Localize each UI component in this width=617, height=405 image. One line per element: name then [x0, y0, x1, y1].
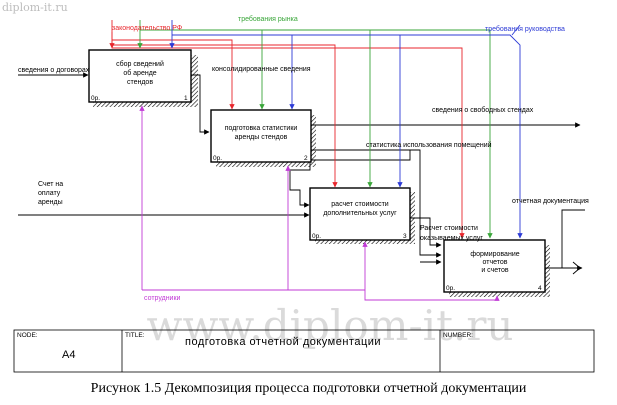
box-3-title-line-2: дополнительных услуг: [323, 210, 397, 217]
arrow-report-tunnel: [572, 261, 581, 275]
label-staff: сотрудники: [144, 295, 181, 302]
box-4-title-line-1: формирование: [470, 251, 519, 258]
label-consolidated: консолидированные сведения: [212, 66, 311, 73]
watermark-center: www.diplom-it.ru: [147, 301, 514, 350]
label-law: законодательство РФ: [112, 25, 182, 32]
label-free-stands: сведения о свободных стендах: [432, 106, 534, 114]
frame-node-label: NODE:: [17, 332, 38, 339]
box-2-title-line-1: подготовка статистики: [225, 125, 298, 132]
label-usage-stats: статистика использования помещений: [366, 141, 492, 149]
box-1-title-line-2: об аренде: [123, 69, 156, 77]
mechanism-arrows-staff: [139, 105, 500, 301]
footer-frame: [13, 329, 595, 373]
activity-box-2[interactable]: подготовка статистики аренды стендов 0р.…: [210, 109, 312, 163]
label-invoice-line-2: оплату: [38, 190, 61, 197]
box-2-number: 2: [304, 155, 308, 162]
arrow-box1-to-box2: [191, 74, 210, 135]
arrow-labels: законодательство РФ требования рынка тре…: [18, 15, 589, 302]
frame-number-label: NUMBER:: [443, 332, 473, 339]
label-contracts: сведения о договорах: [18, 67, 90, 74]
label-invoice-line-3: аренды: [38, 199, 63, 206]
activity-box-1[interactable]: сбор сведений об аренде стендов 0р. 1: [88, 49, 192, 103]
box-1-number: 1: [184, 95, 188, 102]
arrow-report-docs: [561, 209, 585, 268]
frame-node-value: A4: [62, 349, 75, 361]
watermark-top-left: diplom-it.ru: [2, 1, 68, 14]
label-management: требования руководства: [485, 25, 565, 33]
box-1-title-line-1: сбор сведений: [116, 60, 164, 68]
label-market: требования рынка: [238, 15, 298, 23]
label-invoice-line-1: Счет на: [38, 181, 63, 188]
box-4-title-line-3: и счетов: [481, 267, 509, 274]
box-3-title-line-1: расчет стоимости: [331, 201, 389, 208]
box-4-number: 4: [538, 285, 542, 292]
figure-caption: Рисунок 1.5 Декомпозиция процесса подгот…: [90, 381, 527, 396]
box-3-number: 3: [403, 233, 407, 240]
arrow-services-cost: [409, 217, 442, 248]
frame-title-label: TITLE:: [125, 332, 145, 339]
box-1-cost: 0р.: [91, 95, 100, 102]
box-3-cost: 0р.: [312, 233, 321, 240]
label-services-cost-line-1: Расчет стоимости: [420, 225, 478, 232]
label-report-docs: отчетная документация: [512, 198, 589, 205]
box-2-title-line-2: аренды стендов: [235, 134, 288, 141]
control-arrows-management: [169, 20, 523, 239]
control-arrows-market: [137, 20, 493, 239]
box-2-cost: 0р.: [213, 155, 222, 162]
activity-box-3[interactable]: расчет стоимости дополнительных услуг 0р…: [309, 187, 411, 241]
arrow-usage-stats: [311, 149, 442, 258]
box-4-title-line-2: отчетов: [483, 259, 508, 266]
box-4-cost: 0р.: [446, 285, 455, 292]
flow-arrows: [18, 72, 585, 275]
frame-title-value: подготовка отчетной документации: [185, 336, 381, 348]
arrow-box2-to-box3: [289, 149, 411, 208]
label-services-cost-line-2: оказываемых услуг: [420, 235, 483, 242]
activity-box-4[interactable]: формирование отчетов и счетов 0р. 4: [443, 239, 546, 293]
box-1-title-line-3: стендов: [127, 79, 153, 86]
